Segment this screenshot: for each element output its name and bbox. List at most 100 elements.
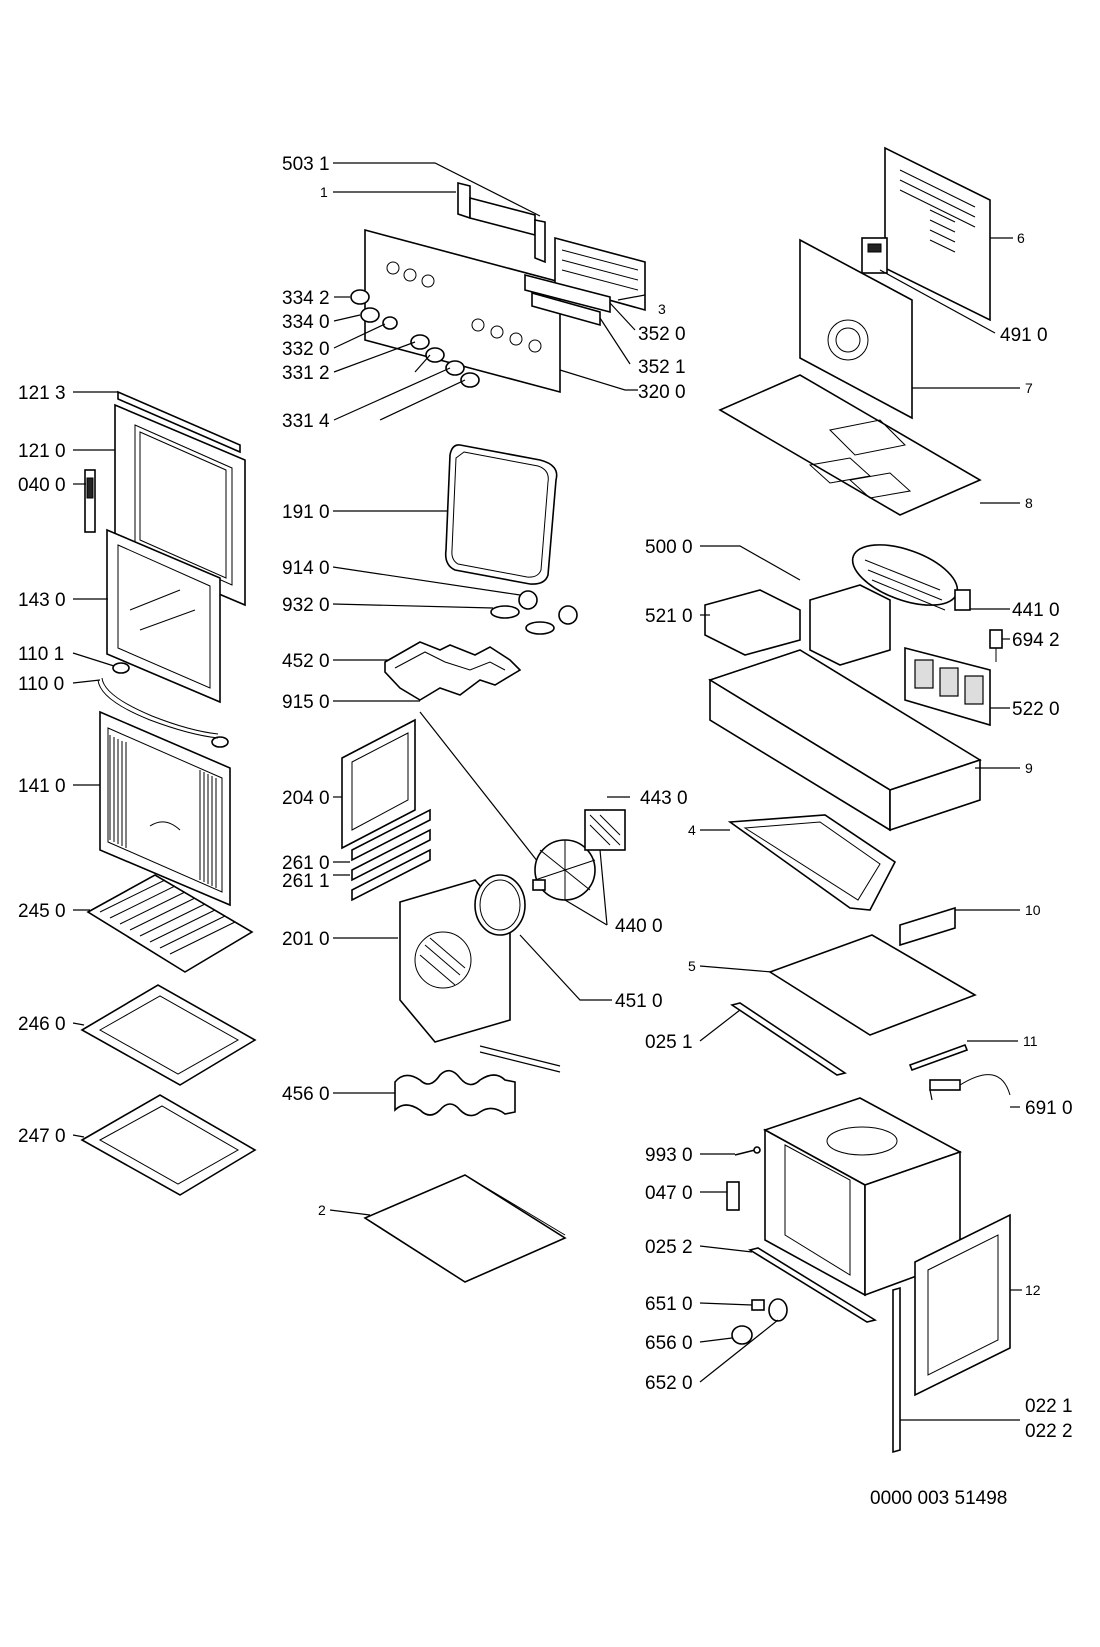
label-914-0: 914 0 <box>282 558 330 579</box>
label-993-0: 993 0 <box>645 1145 693 1166</box>
label-025-1: 025 1 <box>645 1032 693 1053</box>
label-691-0: 691 0 <box>1025 1098 1073 1119</box>
diagonal-bracket <box>727 814 897 911</box>
label-022-2: 022 2 <box>1025 1421 1073 1442</box>
label-456-0: 456 0 <box>282 1084 330 1105</box>
label-11: 11 <box>1023 1033 1038 1049</box>
label-651-0: 651 0 <box>645 1294 693 1315</box>
label-12: 12 <box>1025 1282 1041 1298</box>
label-245-0: 245 0 <box>18 901 66 922</box>
lamp-socket <box>490 605 555 635</box>
label-332-0: 332 0 <box>282 339 330 360</box>
label-6: 6 <box>1017 230 1025 246</box>
top-panel <box>718 374 982 516</box>
shelf-runners <box>351 808 431 902</box>
label-451-0: 451 0 <box>615 991 663 1012</box>
motor-spacer <box>532 879 546 891</box>
bottom-cover-plate <box>363 1174 567 1283</box>
label-8: 8 <box>1025 495 1033 511</box>
electronics-tray <box>708 649 982 832</box>
fan-motor <box>584 809 626 851</box>
label-441-0: 441 0 <box>1012 600 1060 621</box>
oven-lamp-wire <box>419 711 539 863</box>
rear-panel <box>884 146 991 322</box>
label-522-0: 522 0 <box>1012 699 1060 720</box>
temp-sensor <box>989 629 1003 662</box>
label-331-4: 331 4 <box>282 411 330 432</box>
label-3: 3 <box>658 301 666 317</box>
label-503-1: 503 1 <box>282 154 330 175</box>
wire-shelf <box>86 874 254 973</box>
label-121-0: 121 0 <box>18 441 66 462</box>
shallow-tray <box>80 1094 257 1196</box>
relay-board <box>904 646 991 727</box>
label-261-0: 261 0 <box>282 853 330 874</box>
latch <box>726 1181 740 1211</box>
label-261-1: 261 1 <box>282 871 330 892</box>
bottom-trim <box>730 1002 847 1076</box>
back-wall-panel <box>799 238 913 420</box>
label-320-0: 320 0 <box>638 382 686 403</box>
door-trim-strip <box>117 390 241 454</box>
oven-seal <box>444 444 558 585</box>
label-5: 5 <box>688 958 696 974</box>
label-915-0: 915 0 <box>282 692 330 713</box>
label-4: 4 <box>688 822 696 838</box>
door-gasket <box>97 677 219 739</box>
label-191-0: 191 0 <box>282 502 330 523</box>
side-panel <box>768 934 977 1036</box>
label-204-0: 204 0 <box>282 788 330 809</box>
label-500-0: 500 0 <box>645 537 693 558</box>
label-334-0: 334 0 <box>282 312 330 333</box>
label-443-0: 443 0 <box>640 788 688 809</box>
door-gasket-clip <box>112 662 229 748</box>
label-694-2: 694 2 <box>1012 630 1060 651</box>
control-bracket <box>457 181 546 264</box>
label-247-0: 247 0 <box>18 1126 66 1147</box>
outer-door-panel <box>99 710 231 907</box>
screw <box>734 1146 761 1156</box>
label-652-0: 652 0 <box>645 1373 693 1394</box>
label-334-2: 334 2 <box>282 288 330 309</box>
lower-front-trim <box>747 1247 878 1323</box>
electronic-module <box>809 584 891 666</box>
part-labels: 503 1 1 334 2 334 0 332 0 331 2 331 4 3 … <box>18 154 1073 1442</box>
label-246-0: 246 0 <box>18 1014 66 1035</box>
label-025-2: 025 2 <box>645 1237 693 1258</box>
label-440-0: 440 0 <box>615 916 663 937</box>
label-10: 10 <box>1025 902 1041 918</box>
label-331-2: 331 2 <box>282 363 330 384</box>
label-452-0: 452 0 <box>282 651 330 672</box>
label-932-0: 932 0 <box>282 595 330 616</box>
inner-door-glass <box>106 528 221 704</box>
document-number: 0000 003 51498 <box>870 1488 1008 1509</box>
lamp-holder <box>518 590 578 625</box>
label-141-0: 141 0 <box>18 776 66 797</box>
thermal-probe <box>929 1074 1011 1101</box>
label-1: 1 <box>320 184 328 200</box>
label-040-0: 040 0 <box>18 475 66 496</box>
label-047-0: 047 0 <box>645 1183 693 1204</box>
label-7: 7 <box>1025 380 1033 396</box>
label-201-0: 201 0 <box>282 929 330 950</box>
grill-element <box>384 641 522 701</box>
side-shelf-support <box>341 718 416 850</box>
vertical-trim-strip <box>892 1286 901 1454</box>
door-hinge <box>84 469 96 533</box>
hinge-bracket <box>899 906 956 947</box>
side-door-panel <box>914 1213 1011 1397</box>
label-110-1: 110 1 <box>18 644 64 665</box>
knob-shaft <box>751 1299 765 1311</box>
label-110-0: 110 0 <box>18 674 64 695</box>
leader-lines <box>72 162 1022 1421</box>
cooling-fan <box>851 544 971 611</box>
strip-11 <box>908 1043 969 1072</box>
label-2: 2 <box>318 1202 326 1218</box>
transformer <box>861 237 888 274</box>
switch-knob <box>768 1298 788 1322</box>
display-frame <box>531 291 601 327</box>
display-board <box>524 273 611 314</box>
small-knob <box>731 1325 753 1345</box>
label-121-3: 121 3 <box>18 383 66 404</box>
